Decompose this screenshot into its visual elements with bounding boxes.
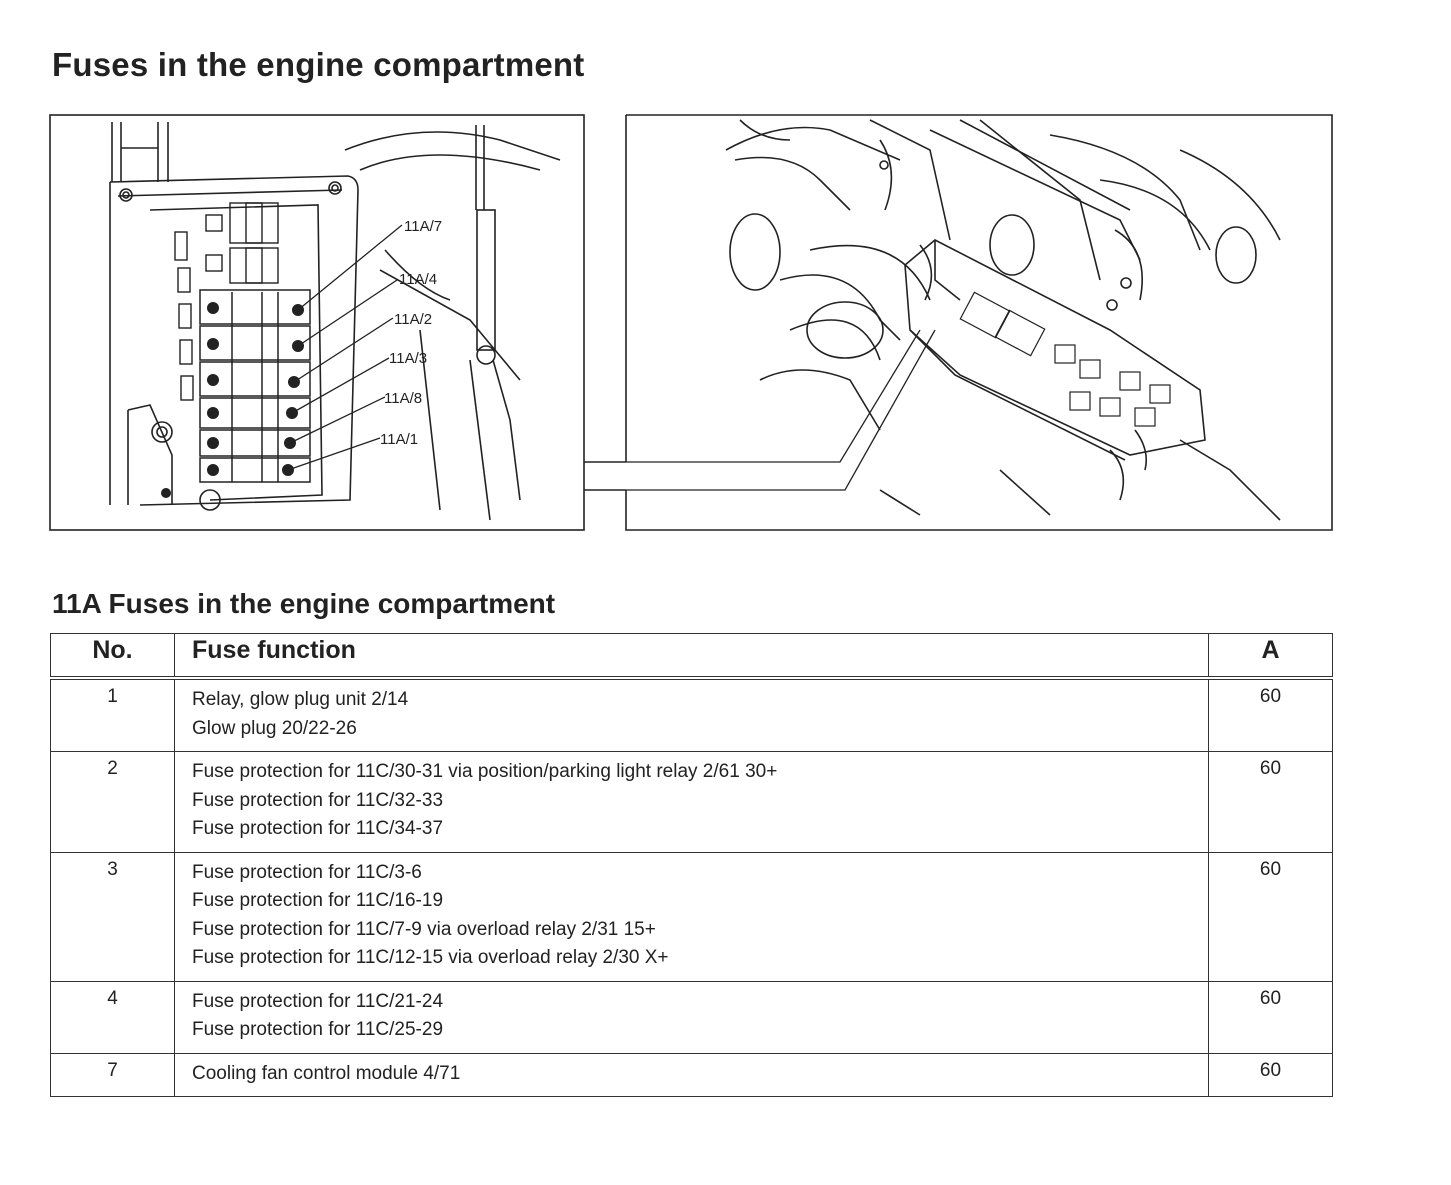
- fuse-box-closeup-panel: [49, 114, 585, 531]
- fuse-amperage: 60: [1208, 851, 1333, 982]
- function-line: Fuse protection for 11C/7-9 via overload…: [192, 918, 656, 940]
- fuse-amperage: 60: [1208, 1052, 1333, 1097]
- fuse-label-11a8: 11A/8: [384, 390, 422, 407]
- fuse-function: Cooling fan control module 4/71: [174, 1052, 1209, 1097]
- fuse-amperage: 60: [1208, 751, 1333, 853]
- fuse-function: Fuse protection for 11C/21-24 Fuse prote…: [174, 980, 1209, 1054]
- function-line: Relay, glow plug unit 2/14: [192, 689, 409, 710]
- function-line: Fuse protection for 11C/34-37: [192, 818, 444, 839]
- fuse-amperage: 60: [1208, 677, 1333, 752]
- table-row: 4 Fuse protection for 11C/21-24 Fuse pro…: [50, 980, 1333, 1054]
- table-header-row: No. Fuse function A: [50, 633, 1333, 680]
- fuse-number: 4: [50, 980, 175, 1054]
- fuse-label-11a4: 11A/4: [399, 271, 437, 288]
- engine-compartment-illustration: 11A/7 11A/4 11A/2 11A/3 11A/8 11A/1: [49, 114, 1333, 531]
- function-line: Fuse protection for 11C/12-15 via overlo…: [192, 947, 669, 968]
- function-line: Glow plug 20/22-26: [192, 717, 357, 739]
- column-header-function: Fuse function: [174, 633, 1209, 680]
- fuse-function: Relay, glow plug unit 2/14 Glow plug 20/…: [174, 677, 1209, 752]
- function-line: Fuse protection for 11C/30-31 via positi…: [192, 761, 778, 782]
- table-row: 2 Fuse protection for 11C/30-31 via posi…: [50, 751, 1333, 853]
- fuse-table: No. Fuse function A 1 Relay, glow plug u…: [50, 633, 1333, 1097]
- fuse-number: 3: [50, 851, 175, 982]
- function-line: Fuse protection for 11C/16-19: [192, 890, 444, 911]
- fuse-number: 1: [50, 677, 175, 752]
- fuse-label-11a1: 11A/1: [380, 431, 418, 448]
- fuse-function: Fuse protection for 11C/3-6 Fuse protect…: [174, 851, 1209, 982]
- fuse-number: 2: [50, 751, 175, 853]
- fuse-function: Fuse protection for 11C/30-31 via positi…: [174, 751, 1209, 853]
- fuse-label-11a3: 11A/3: [389, 350, 427, 367]
- function-line: Fuse protection for 11C/21-24: [192, 990, 444, 1012]
- function-line: Fuse protection for 11C/3-6: [192, 861, 422, 883]
- table-row: 3 Fuse protection for 11C/3-6 Fuse prote…: [50, 851, 1333, 982]
- table-title: 11A Fuses in the engine compartment: [52, 588, 556, 619]
- function-line: Fuse protection for 11C/32-33: [192, 789, 444, 811]
- table-row: 7 Cooling fan control module 4/71 60: [50, 1052, 1333, 1097]
- fuse-label-11a7: 11A/7: [404, 218, 442, 235]
- function-line: Cooling fan control module 4/71: [192, 1062, 461, 1084]
- table-row: 1 Relay, glow plug unit 2/14 Glow plug 2…: [50, 677, 1333, 752]
- column-header-amps: A: [1208, 633, 1333, 680]
- function-line: Fuse protection for 11C/25-29: [192, 1019, 444, 1040]
- column-header-no: No.: [50, 633, 175, 680]
- fuse-number: 7: [50, 1052, 175, 1097]
- fuse-amperage: 60: [1208, 980, 1333, 1054]
- engine-bay-panel: [625, 114, 1333, 531]
- page-title: Fuses in the engine compartment: [52, 46, 585, 83]
- fuse-label-11a2: 11A/2: [394, 311, 432, 328]
